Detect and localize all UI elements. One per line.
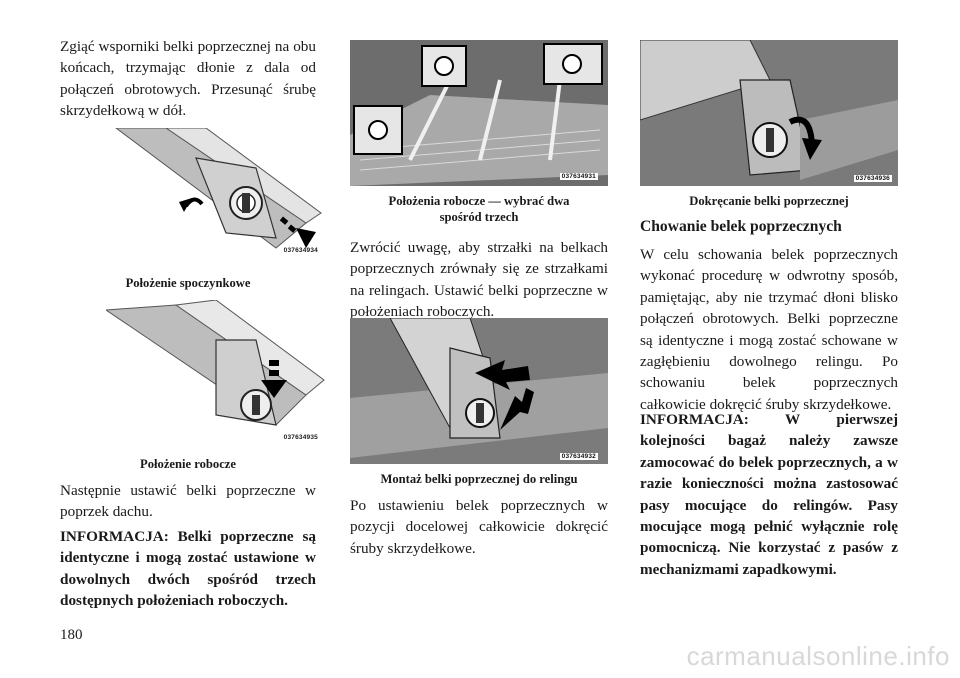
- paragraph: W celu schowania belek poprzecznych wyko…: [640, 246, 898, 413]
- page-number: 180: [60, 627, 83, 643]
- figure-tightening: 037634936: [640, 40, 898, 186]
- figure-code: 037634931: [559, 173, 598, 180]
- figure-code: 037634934: [283, 247, 318, 254]
- figure-rest-position: 037634934: [106, 128, 328, 268]
- figure-code: 037634932: [559, 453, 598, 460]
- figure-mount-to-rail: 037634932: [350, 318, 608, 464]
- figure-code: 037634936: [853, 175, 892, 182]
- figure-code: 037634935: [283, 434, 318, 441]
- figure-caption: Położenie robocze: [140, 457, 236, 471]
- note-paragraph: INFORMACJA: W pierwszej kolejności bagaż…: [640, 411, 898, 578]
- paragraph: Zwrócić uwagę, aby strzałki na belkach p…: [350, 239, 608, 321]
- section-heading: Chowanie belek poprzecznych: [640, 218, 842, 235]
- figure-caption: Montaż belki poprzecznej do relingu: [380, 472, 578, 486]
- note-paragraph: INFORMACJA: Belki poprzeczne są identycz…: [60, 528, 316, 610]
- figure-roof-positions: 037634931: [350, 40, 608, 186]
- figure-working-position: 037634935: [106, 300, 328, 445]
- paragraph: Po ustawieniu belek poprzecznych w pozyc…: [350, 497, 608, 557]
- watermark-link[interactable]: carmanualsonline.info: [686, 641, 950, 671]
- paragraph: Następnie ustawić belki poprzeczne w pop…: [60, 482, 316, 521]
- figure-caption: Położenia robocze — wybrać dwa spośród t…: [388, 194, 570, 224]
- figure-caption: Dokręcanie belki poprzecznej: [689, 194, 849, 208]
- figure-caption: Położenie spoczynkowe: [125, 276, 251, 290]
- intro-paragraph: Zgiąć wsporniki belki poprzecznej na obu…: [60, 38, 316, 120]
